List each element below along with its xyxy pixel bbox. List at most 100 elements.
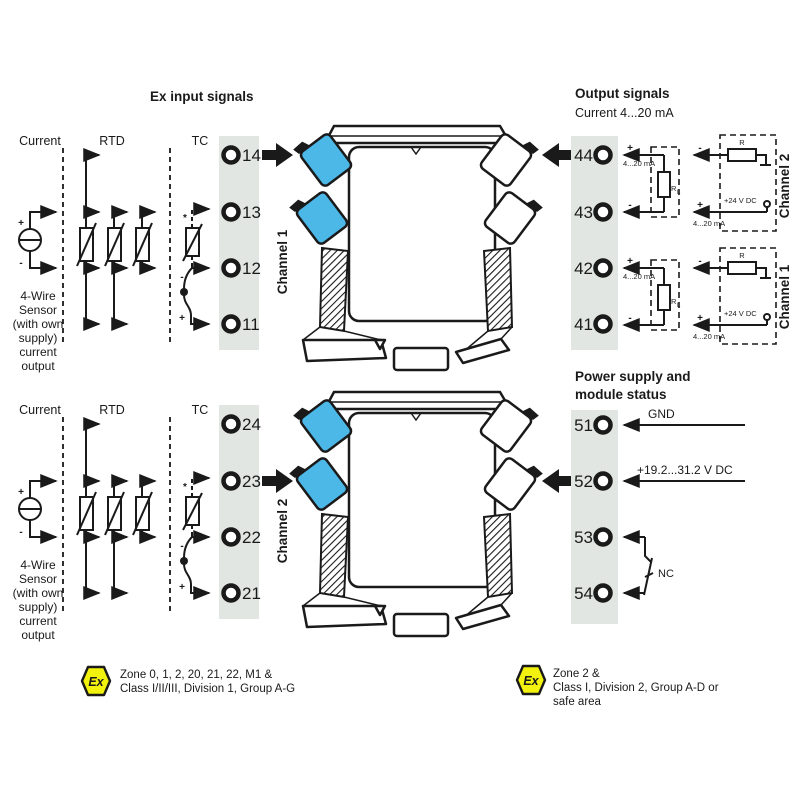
rcv1-ma-label: 4...20 mA <box>693 219 725 228</box>
input1-tc-label: TC <box>192 134 209 148</box>
terminal-circle <box>593 415 613 435</box>
output-flow-arrow <box>542 143 573 167</box>
cert-right-line1: Zone 2 & <box>553 668 600 680</box>
ex-mark: Ex <box>523 674 539 688</box>
supply-voltage-label: +19.2...31.2 V DC <box>637 463 733 477</box>
input2-current-label: Current <box>19 403 61 417</box>
svg-text:supply): supply) <box>19 331 58 345</box>
cert-right-line2: Class I, Division 2, Group A-D or <box>553 682 719 694</box>
out2-minus-sign: - <box>628 313 631 324</box>
cert-left: Ex Zone 0, 1, 2, 20, 21, 22, M1 & Class … <box>80 665 295 697</box>
terminal-44-label: 44 <box>574 146 593 165</box>
terminal-52-label: 52 <box>574 472 593 491</box>
terminal-circle <box>593 527 613 547</box>
terminal-42-label: 42 <box>574 259 593 278</box>
out2-rl-sub: L <box>677 303 681 309</box>
tc2-minus-sign: - <box>180 541 183 552</box>
tc1-star-sign: * <box>183 213 187 224</box>
ex-hexagon-icon <box>80 665 112 697</box>
rcv1-r-label: R <box>739 138 745 147</box>
source2-minus-sign: - <box>19 527 22 538</box>
cert-left-line1: Zone 0, 1, 2, 20, 21, 22, M1 & <box>120 669 272 681</box>
terminal-circle <box>593 314 613 334</box>
tc2-plus-sign: + <box>179 582 185 593</box>
svg-text:supply): supply) <box>19 600 58 614</box>
out2-rl-label: R <box>671 297 677 306</box>
svg-text:current: current <box>19 614 57 628</box>
terminal-circle <box>593 145 613 165</box>
tc2-star-sign: * <box>183 482 187 493</box>
rcv1-minus-sign: - <box>698 143 701 154</box>
svg-text:(with own: (with own <box>13 586 64 600</box>
device1-channel-label: Channel 1 <box>275 229 290 294</box>
terminal-51-label: 51 <box>574 416 593 435</box>
terminal-53-label: 53 <box>574 528 593 547</box>
out1-minus-sign: - <box>628 200 631 211</box>
cert-left-line2: Class I/II/III, Division 1, Group A-G <box>120 683 295 695</box>
out2-plus-sign: + <box>627 256 633 267</box>
source1-plus-sign: + <box>18 218 24 229</box>
rcv1-plus-sign: + <box>697 200 703 211</box>
svg-text:(with own: (with own <box>13 317 64 331</box>
cert-right: Ex Zone 2 & Class I, Division 2, Group A… <box>515 664 719 708</box>
tc1-minus-sign: - <box>180 272 183 283</box>
terminal-13-label: 13 <box>242 203 261 222</box>
terminal-12-label: 12 <box>242 259 261 278</box>
terminal-22-label: 22 <box>242 528 261 547</box>
rcv2-minus-sign: - <box>698 256 701 267</box>
terminal-11-label: 11 <box>242 315 260 334</box>
isolator-module-2 <box>287 390 545 638</box>
terminal-43-label: 43 <box>574 203 593 222</box>
rcv2-24v-label: +24 V DC <box>724 309 757 318</box>
terminal-23-label: 23 <box>242 472 261 491</box>
output-subtitle: Current 4...20 mA <box>575 106 674 120</box>
power-title-line2: module status <box>575 387 667 402</box>
output-title: Output signals <box>575 86 670 101</box>
out1-rl-sub: L <box>677 190 681 196</box>
svg-text:Sensor: Sensor <box>19 572 57 586</box>
terminal-21-label: 21 <box>242 584 261 603</box>
terminal-circle <box>593 202 613 222</box>
ex-hexagon-icon <box>515 664 547 696</box>
input1-current-label: Current <box>19 134 61 148</box>
cert-right-line3: safe area <box>553 696 602 708</box>
svg-text:output: output <box>21 359 55 373</box>
tc1-plus-sign: + <box>179 313 185 324</box>
ex-input-title: Ex input signals <box>150 89 254 104</box>
sensor-note-2: 4-Wire Sensor (with own supply) current … <box>13 558 64 642</box>
svg-text:Sensor: Sensor <box>19 303 57 317</box>
terminal-54-label: 54 <box>574 584 593 603</box>
output-channel1-label: Channel 1 <box>777 264 792 329</box>
gnd-label: GND <box>648 407 675 421</box>
input1-rtd-label: RTD <box>99 134 124 148</box>
input2-rtd-label: RTD <box>99 403 124 417</box>
rcv2-plus-sign: + <box>697 313 703 324</box>
receiver-circuit-ch1 <box>694 248 776 344</box>
load-circuit-ch1 <box>624 260 679 330</box>
out1-ma-label: 4...20 mA <box>623 159 655 168</box>
terminal-circle <box>593 471 613 491</box>
out1-plus-sign: + <box>627 143 633 154</box>
terminal-24-label: 24 <box>242 415 261 434</box>
output-terminal-strip <box>571 136 618 350</box>
out2-ma-label: 4...20 mA <box>623 272 655 281</box>
rcv2-ma-label: 4...20 mA <box>693 332 725 341</box>
isolator-module-1 <box>287 124 545 372</box>
device2-channel-label: Channel 2 <box>275 499 290 564</box>
power-flow-arrow <box>542 469 573 493</box>
out1-rl-label: R <box>671 184 677 193</box>
output-channel2-label: Channel 2 <box>777 154 792 219</box>
load-circuit-ch2 <box>624 147 679 217</box>
terminal-circle <box>593 583 613 603</box>
input2-tc-label: TC <box>192 403 209 417</box>
receiver-circuit-ch2 <box>694 135 776 231</box>
nc-label: NC <box>658 568 674 580</box>
source2-plus-sign: + <box>18 487 24 498</box>
svg-text:current: current <box>19 345 57 359</box>
sensor-note-1: 4-Wire Sensor (with own supply) current … <box>13 289 64 373</box>
ex-mark: Ex <box>88 675 104 689</box>
nc-contact-symbol <box>622 530 654 600</box>
input1-flow-arrow <box>262 143 293 167</box>
